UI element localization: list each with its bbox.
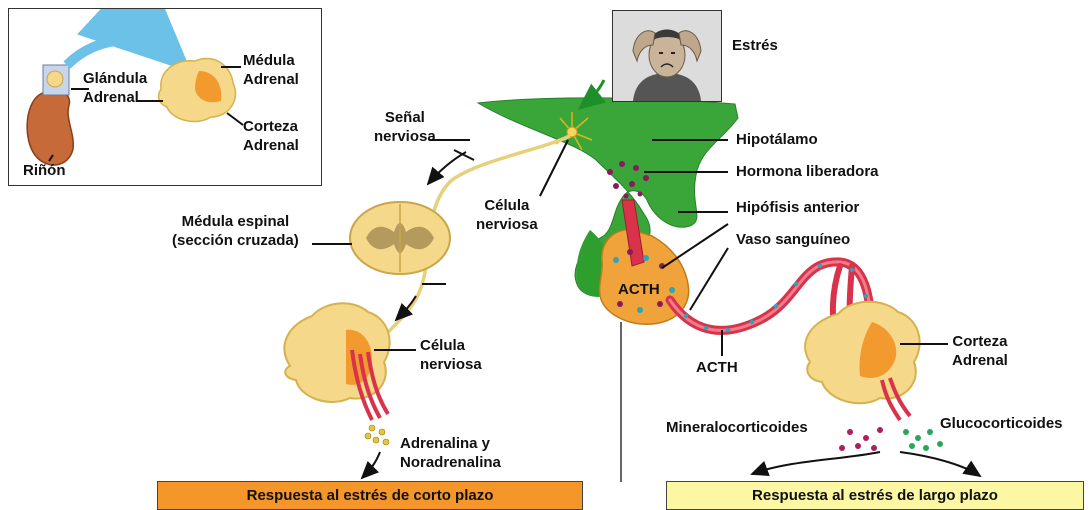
mineralocorticoid-dots bbox=[839, 427, 883, 451]
long-term-arrow-left bbox=[752, 452, 880, 474]
glucocorticoid-dots bbox=[903, 429, 943, 451]
inset-kidney-label: Riñón bbox=[23, 161, 66, 180]
blood-vessel-label: Vaso sanguíneo bbox=[736, 230, 850, 249]
inset-gland-label: Glándula Adrenal bbox=[83, 69, 147, 107]
inset-illustration bbox=[9, 9, 321, 185]
spinal-cord-label: Médula espinal (sección cruzada) bbox=[172, 212, 299, 250]
stressed-person-image bbox=[613, 11, 721, 101]
nerve-signal-arrow bbox=[428, 152, 466, 184]
inset-adrenal-box: Glándula Adrenal Médula Adrenal Corteza … bbox=[8, 8, 322, 186]
acth-gland-label: ACTH bbox=[618, 280, 660, 299]
inset-arrow bbox=[67, 40, 177, 65]
long-term-response-box: Respuesta al estrés de largo plazo bbox=[666, 481, 1084, 510]
releasing-hormone-label: Hormona liberadora bbox=[736, 162, 879, 181]
spinal-cord-section bbox=[350, 202, 450, 274]
stress-photo bbox=[612, 10, 722, 102]
anterior-pituitary-label: Hipófisis anterior bbox=[736, 198, 859, 217]
adrenal-cortex-label: Corteza Adrenal bbox=[952, 332, 1008, 370]
stress-label: Estrés bbox=[732, 36, 778, 55]
short-term-response-box: Respuesta al estrés de corto plazo bbox=[157, 481, 583, 510]
short-term-arrow bbox=[362, 452, 380, 478]
hypothalamus-label: Hipotálamo bbox=[736, 130, 818, 149]
kidney-shape bbox=[27, 90, 73, 165]
inset-medulla-label: Médula Adrenal bbox=[243, 51, 299, 89]
inset-cortex-label: Corteza Adrenal bbox=[243, 117, 299, 155]
acth-vessel-label: ACTH bbox=[696, 358, 738, 377]
adrenaline-label: Adrenalina y Noradrenalina bbox=[400, 434, 501, 472]
long-term-arrow-right bbox=[900, 452, 980, 476]
nerve-signal-label: Señal nerviosa bbox=[374, 108, 436, 146]
glucocorticoids-label: Glucocorticoides bbox=[940, 414, 1063, 433]
right-adrenal-gland bbox=[805, 302, 920, 404]
nerve-cell-bottom-label: Célula nerviosa bbox=[420, 336, 482, 374]
nerve-cell-top-label: Célula nerviosa bbox=[476, 196, 538, 234]
mineralocorticoids-label: Mineralocorticoides bbox=[666, 418, 808, 437]
adrenaline-dots bbox=[365, 425, 389, 445]
